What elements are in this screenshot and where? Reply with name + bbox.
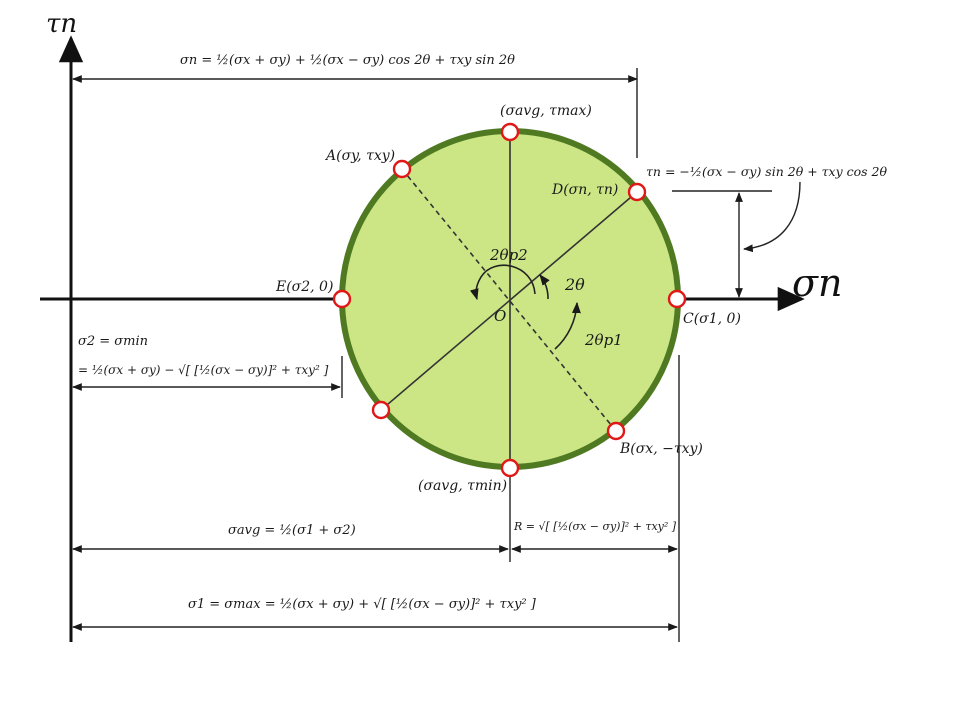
formula-radius: R = √[ [½(σx − σy)]² + τxy² ] <box>513 520 677 533</box>
stress-points <box>332 122 687 478</box>
label-2theta-p2: 2θp2 <box>489 246 528 264</box>
label-A: A(σy, τxy) <box>324 148 395 164</box>
label-D: D(σn, τn) <box>551 182 618 198</box>
point-bottom <box>500 458 520 478</box>
label-2theta: 2θ <box>564 275 585 294</box>
sigma-axis-label: σn <box>792 261 842 305</box>
label-B: B(σx, −τxy) <box>619 441 703 457</box>
formula-sigma2-body: = ½(σx + σy) − √[ [½(σx − σy)]² + τxy² ] <box>78 363 329 377</box>
label-E: E(σ2, 0) <box>275 279 333 295</box>
arc-2theta-p2 <box>469 264 536 301</box>
arc-2theta-p1 <box>554 301 581 350</box>
point-D <box>627 182 647 202</box>
label-top: (σavg, τmax) <box>500 103 592 119</box>
point-top <box>500 122 520 142</box>
tau-n-callout-arrow <box>743 181 801 253</box>
formula-sigma-avg: σavg = ½(σ1 + σ2) <box>228 523 356 538</box>
formula-sigma1: σ1 = σmax = ½(σx + σy) + √[ [½(σx − σy)]… <box>188 597 537 612</box>
diameter-A-B <box>401 168 617 432</box>
label-C: C(σ1, 0) <box>683 311 741 327</box>
formula-tau-n: τn = −½(σx − σy) sin 2θ + τxy cos 2θ <box>646 164 888 179</box>
diameter-D <box>380 191 638 411</box>
point-lower-left <box>371 400 391 420</box>
origin-label: O <box>494 307 506 325</box>
point-E <box>332 289 352 309</box>
formula-sigma-n: σn = ½(σx + σy) + ½(σx − σy) cos 2θ + τx… <box>180 53 515 68</box>
point-B <box>606 421 626 441</box>
point-A <box>392 159 412 179</box>
label-bottom: (σavg, τmin) <box>418 478 507 494</box>
arc-2theta <box>539 274 550 300</box>
label-2theta-p1: 2θp1 <box>584 331 623 349</box>
formula-sigma2-head: σ2 = σmin <box>78 334 148 349</box>
tau-axis-label: τn <box>46 9 77 39</box>
point-C <box>667 289 687 309</box>
